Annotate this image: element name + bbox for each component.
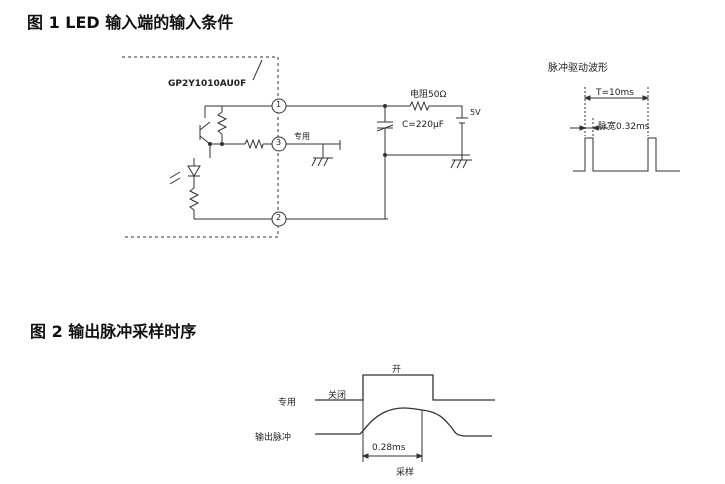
pin-1 (271, 98, 287, 114)
pin-3-label: 3 (276, 138, 282, 147)
figure1-title: 图 1 LED 输入端的输入条件 (27, 13, 234, 32)
sample-label: 采样 (396, 468, 415, 478)
pin-1-label: 1 (276, 100, 282, 109)
on-label: 开 (392, 365, 402, 375)
external-resistor (385, 100, 463, 118)
period-label: T=10ms (596, 88, 634, 98)
pulse-section-title: 脉冲驱动波形 (548, 63, 608, 74)
off-label: 关闭 (328, 391, 347, 401)
pulse-waveform (570, 87, 680, 172)
output-signal-label: 输出脉冲 (255, 433, 292, 443)
pulse-width-label: 脉宽0.32ms (598, 122, 650, 132)
capacitor-label: C=220μF (402, 120, 444, 130)
label-pointer (252, 59, 263, 81)
pin-3 (271, 136, 287, 152)
pin-2-label: 2 (276, 213, 282, 222)
figure2-title: 图 2 输出脉冲采样时序 (30, 322, 197, 341)
led-resistor (188, 187, 200, 219)
internal-resistor-1 (216, 111, 228, 135)
transistor (199, 106, 211, 158)
led-signal-label: 专用 (278, 398, 297, 408)
sampling-markers (361, 400, 424, 462)
led-timing-waveform (315, 374, 495, 401)
output-timing-waveform (315, 407, 492, 437)
part-label: GP2Y1010AU0F (168, 79, 247, 89)
supply-label: 5V (470, 108, 481, 117)
led-switch-label: 专用 (294, 132, 310, 141)
base-resistor (244, 138, 264, 150)
resistor-label: 电阻50Ω (410, 90, 447, 100)
pin-2 (271, 211, 287, 227)
led-symbol (187, 165, 201, 177)
delay-label: 0.28ms (372, 443, 406, 453)
